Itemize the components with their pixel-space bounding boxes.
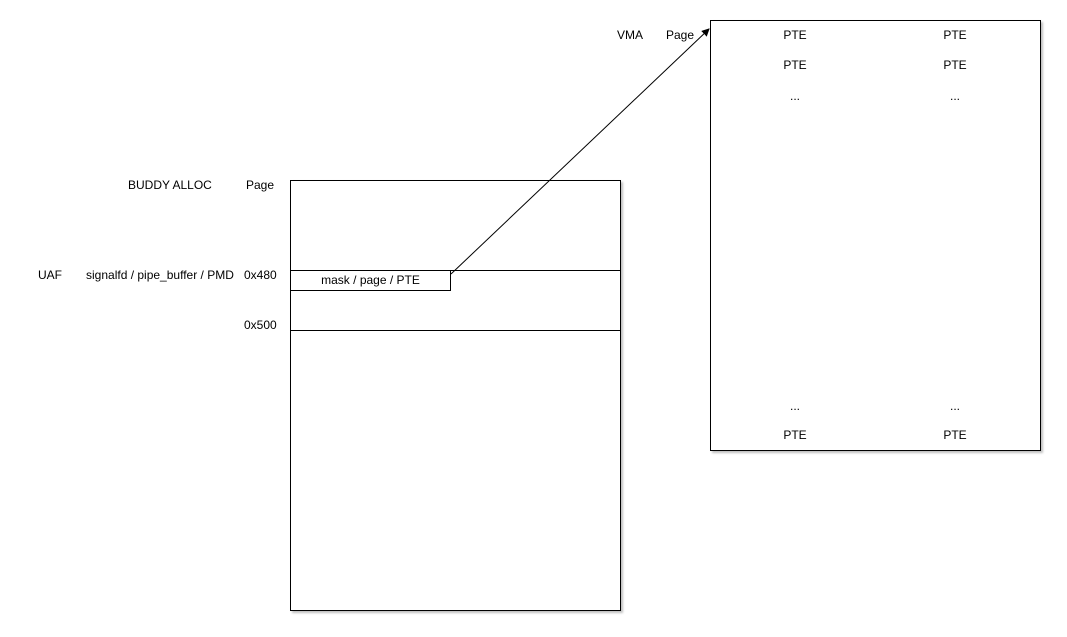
pte-cell: PTE xyxy=(783,28,807,42)
page-label-left: Page xyxy=(246,178,275,192)
slot-cell: mask / page / PTE xyxy=(290,270,451,291)
page-label-right: Page xyxy=(666,28,695,42)
ellipsis-cell: ... xyxy=(789,399,800,413)
uaf-label: UAF xyxy=(38,268,62,282)
pte-cell: PTE xyxy=(943,428,967,442)
pte-cell: PTE xyxy=(943,28,967,42)
objects-label: signalfd / pipe_buffer / PMD xyxy=(86,268,234,282)
pte-cell: PTE xyxy=(783,428,807,442)
ellipsis-cell: ... xyxy=(949,89,960,103)
slot-label: mask / page / PTE xyxy=(321,273,420,287)
pte-cell: PTE xyxy=(783,58,807,72)
buddy-alloc-label: BUDDY ALLOC xyxy=(128,178,212,192)
offset-480-label: 0x480 xyxy=(244,268,277,282)
ellipsis-cell: ... xyxy=(789,89,800,103)
pte-cell: PTE xyxy=(943,58,967,72)
memory-page-box xyxy=(290,180,621,611)
page-table-box: PTE PTE PTE PTE ... ... ... ... PTE PTE xyxy=(710,20,1041,451)
vma-label: VMA xyxy=(617,28,644,42)
ellipsis-cell: ... xyxy=(949,399,960,413)
offset-500-label: 0x500 xyxy=(244,318,277,332)
offset-500-line xyxy=(290,330,621,331)
